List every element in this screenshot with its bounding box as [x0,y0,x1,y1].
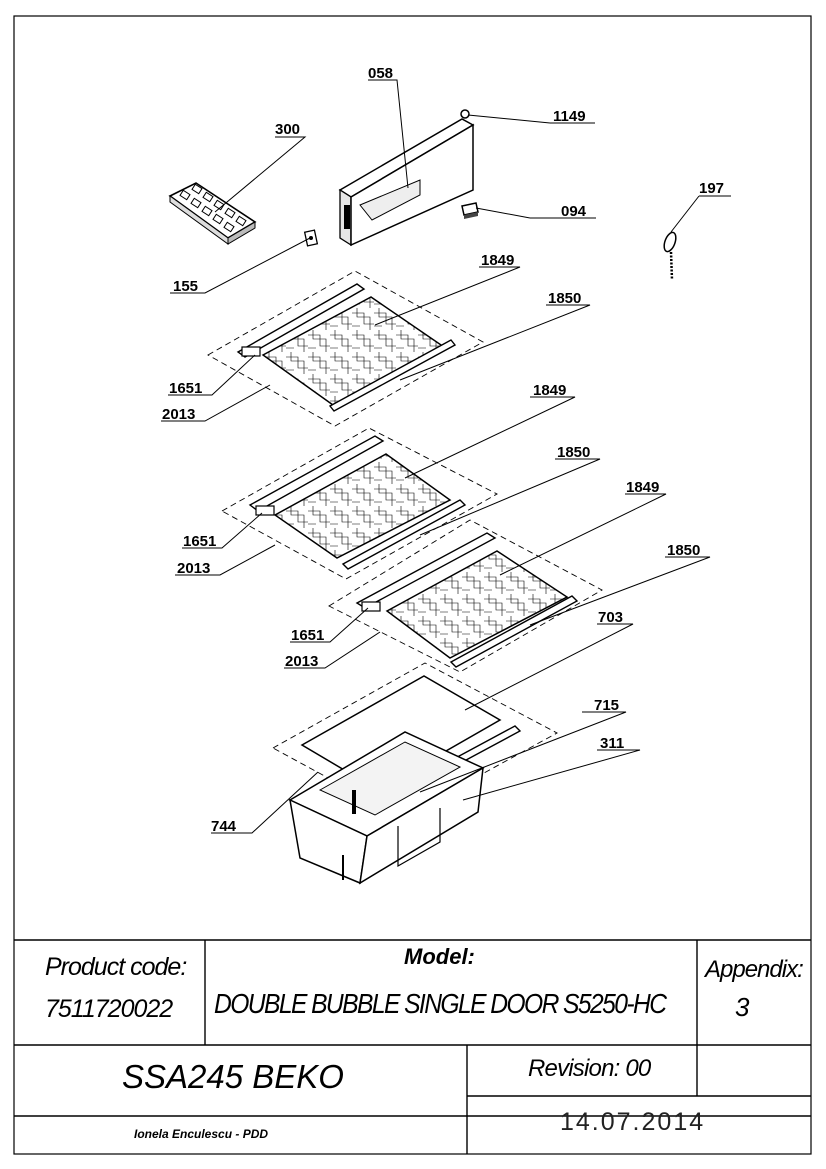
callout-094: 094 [561,203,587,220]
callout-2013-2: 2013 [177,560,210,577]
callout-1850-1: 1850 [548,290,581,307]
clip-part [303,229,319,247]
scraper-part [663,231,677,281]
callout-2013-3: 2013 [285,653,318,670]
callout-1849-3: 1849 [626,479,659,496]
callout-1850-2: 1850 [557,444,590,461]
appendix-label: Appendix: [705,956,804,983]
callout-1651-1: 1651 [169,380,202,397]
appendix-value: 3 [735,992,750,1022]
callout-155: 155 [173,278,198,295]
callout-2013-1: 2013 [162,406,195,423]
callout-703: 703 [598,609,623,626]
product-code-label: Product code: [45,953,187,981]
shelf-assembly-2 [221,427,498,580]
callouts: 058 1149 300 094 197 155 1849 1850 1651 … [162,65,724,835]
callout-1849-1: 1849 [481,252,514,269]
author: Ionela Enculescu - PDD [134,1127,269,1141]
callout-058: 058 [368,65,393,82]
callout-197: 197 [699,180,724,197]
drawing-name: SSA245 BEKO [122,1058,344,1095]
callout-1850-3: 1850 [667,542,700,559]
callout-715: 715 [594,697,619,714]
model-value: DOUBLE BUBBLE SINGLE DOOR S5250-HC [214,988,667,1019]
date: 14.07.2014 [560,1108,706,1136]
leader-lines [161,79,731,834]
shelf-assembly-3 [328,519,603,673]
revision: Revision: 00 [528,1055,651,1082]
callout-1149: 1149 [553,108,586,125]
callout-744: 744 [211,818,237,835]
ice-tray-part [168,182,257,245]
callout-300: 300 [275,121,300,138]
drawing-border [13,15,812,1155]
hinge-part [461,202,479,219]
model-label: Model: [404,944,475,969]
shelf-assembly-1 [207,270,484,427]
freezer-door-part [338,109,475,247]
callout-311: 311 [600,735,624,752]
crisper-drawer-part [288,731,485,885]
title-block-grid [14,939,811,1154]
callout-1651-3: 1651 [291,627,324,644]
product-code-value: 7511720022 [45,995,173,1023]
callout-1849-2: 1849 [533,382,566,399]
callout-1651-2: 1651 [183,533,216,550]
